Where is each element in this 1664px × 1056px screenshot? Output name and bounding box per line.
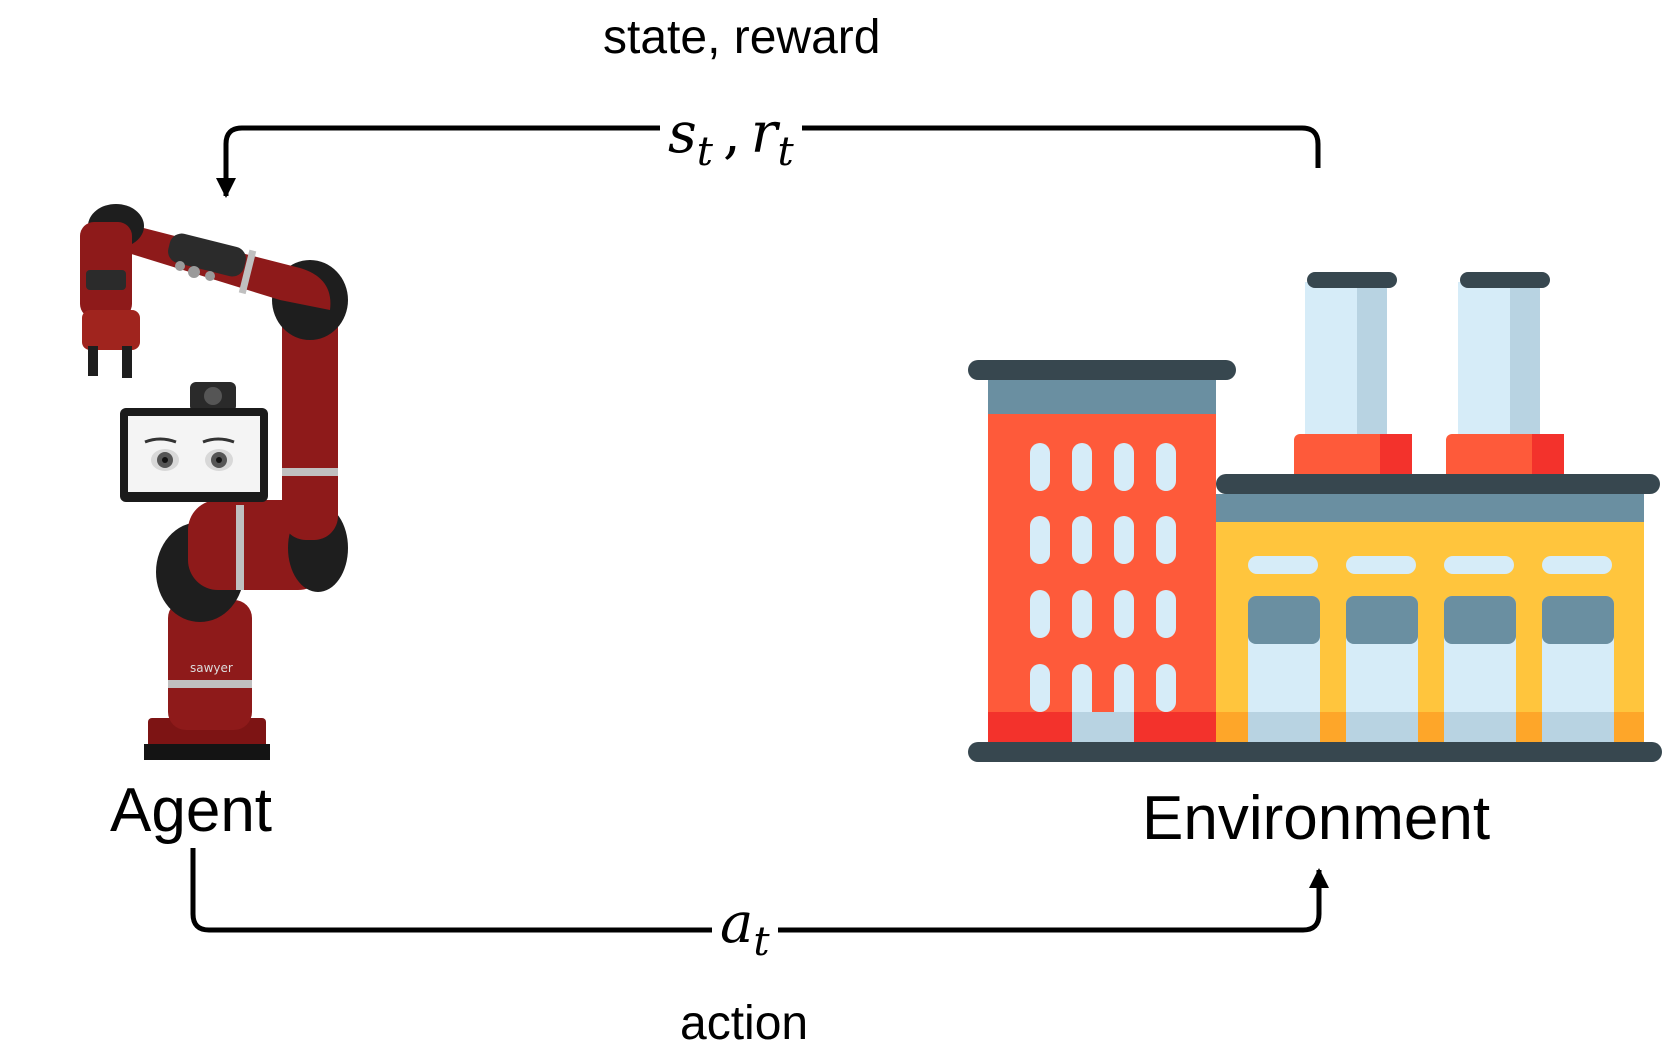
factory-icon: [968, 272, 1662, 762]
reward-subscript: t: [777, 127, 794, 175]
agent-label: Agent: [110, 776, 273, 845]
action-caption: action: [680, 997, 809, 1050]
state-reward-symbol: st,rt: [660, 106, 802, 175]
action-symbol: at: [712, 896, 778, 965]
robot-arm-image: sawyer: [80, 204, 348, 760]
action-letter: a: [720, 891, 754, 956]
symbol-separator: ,: [722, 101, 741, 166]
state-subscript: t: [696, 127, 713, 175]
robot-brand-text: sawyer: [190, 661, 233, 675]
reward-symbol: r: [750, 101, 778, 166]
environment-label: Environment: [1142, 784, 1491, 853]
state-reward-caption: state, reward: [603, 11, 881, 64]
action-subscript: t: [753, 917, 770, 965]
state-symbol: s: [668, 101, 697, 166]
